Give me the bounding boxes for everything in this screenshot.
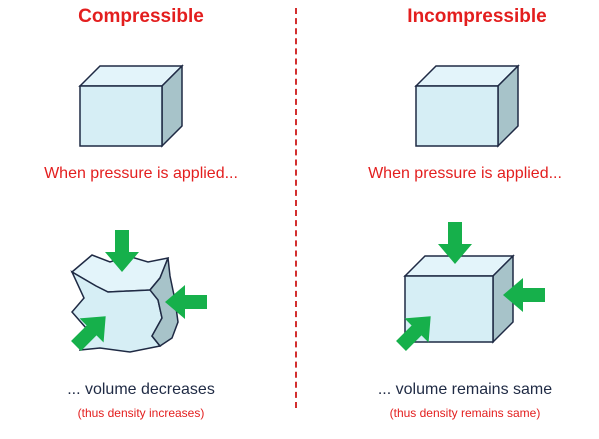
incompressible-title: Incompressible [407, 6, 547, 27]
cube-icon [79, 65, 183, 147]
left-pressure-caption: When pressure is applied... [44, 165, 238, 182]
dashed-divider [295, 8, 297, 408]
left-result-note: (thus density increases) [77, 406, 205, 420]
crushed-cube-icon [70, 254, 179, 353]
cube-icon [403, 254, 515, 344]
right-pressure-caption: When pressure is applied... [368, 165, 562, 182]
right-result-caption: ... volume remains same [377, 381, 553, 398]
left-result-caption: ... volume decreases [67, 381, 215, 398]
right-result-note: (thus density remains same) [389, 406, 541, 420]
compressible-title: Compressible [78, 6, 204, 27]
cube-icon [415, 65, 519, 147]
